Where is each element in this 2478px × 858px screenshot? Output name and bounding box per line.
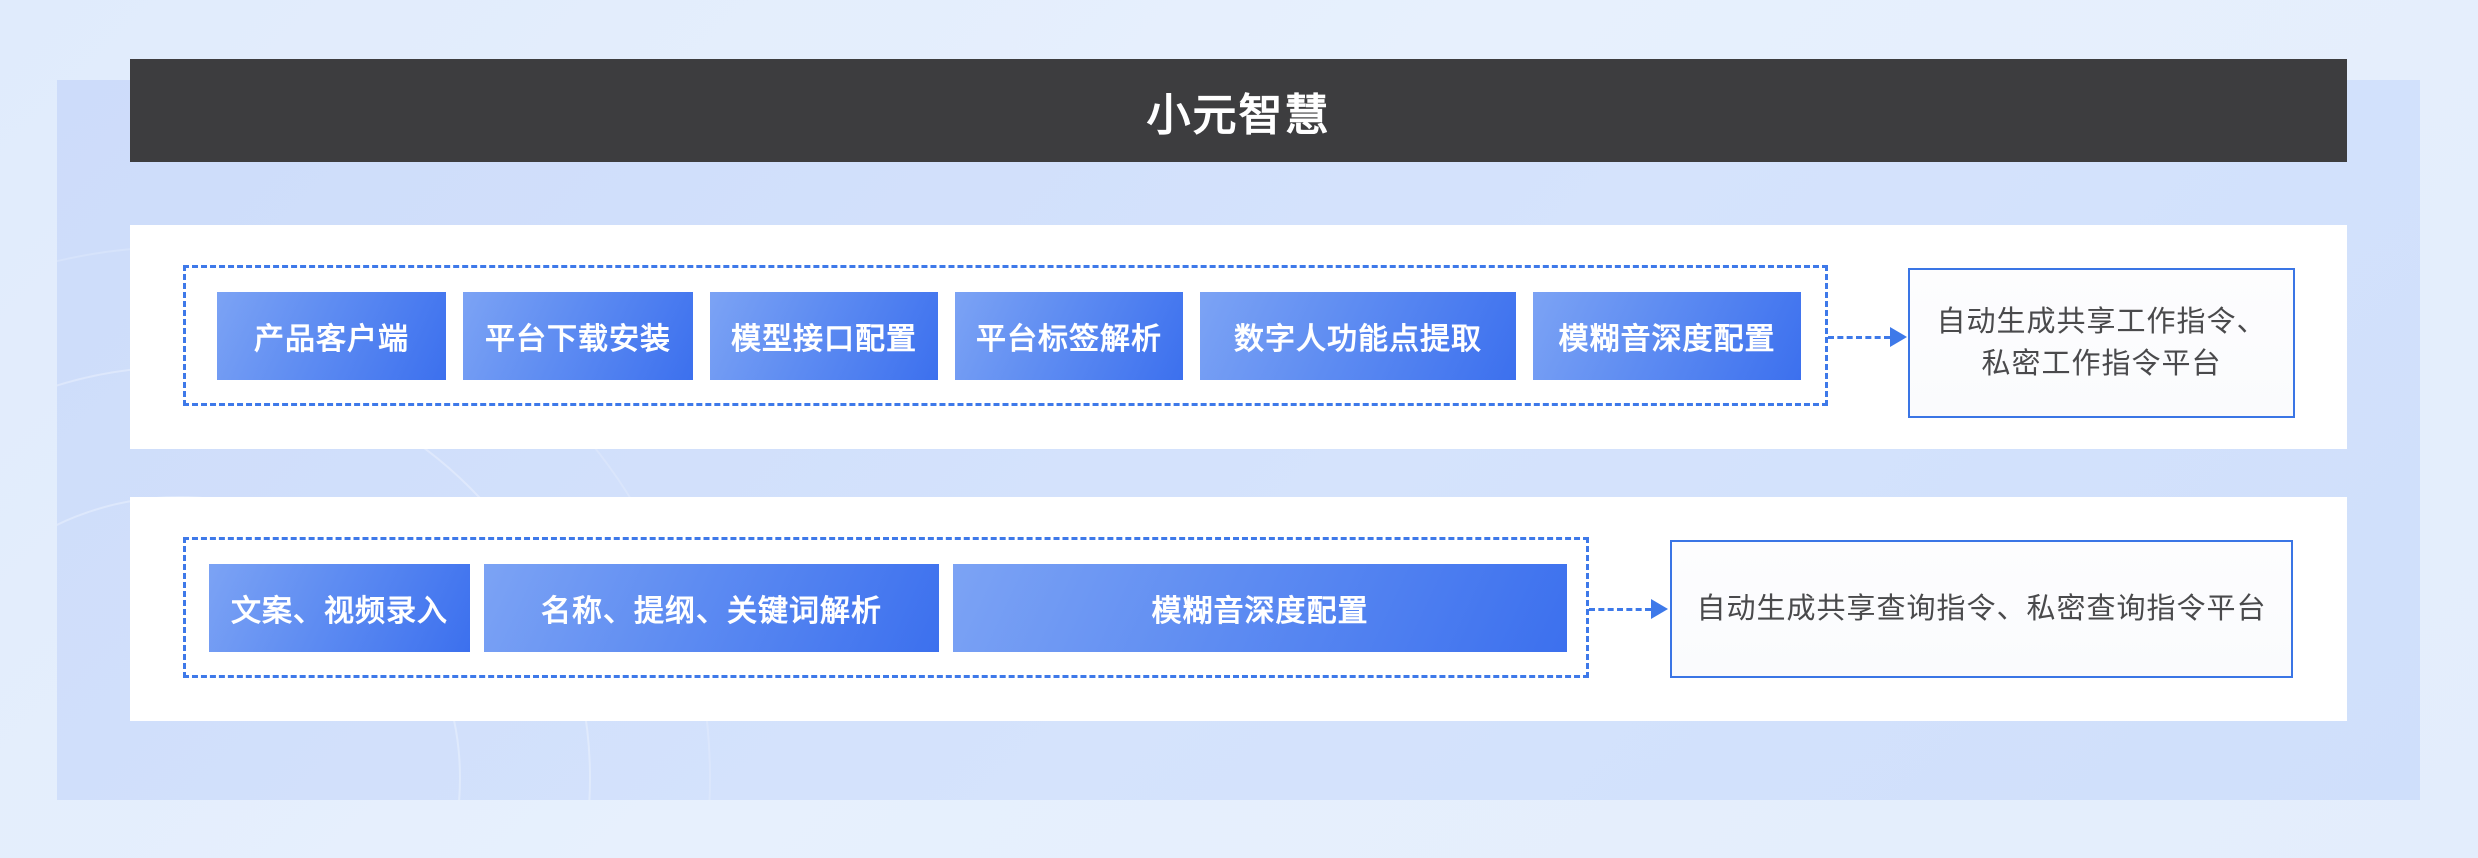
- flow-step-label: 模糊音深度配置: [1558, 322, 1776, 356]
- arrow-dash-line: [1589, 607, 1651, 611]
- flow-step-label: 文案、视频录入: [231, 594, 448, 628]
- flow-step-label: 名称、提纲、关键词解析: [541, 594, 882, 628]
- flow-step-copy-video-input: 文案、视频录入: [209, 563, 470, 652]
- flow-step-fuzzy-config: 模糊音深度配置: [953, 563, 1567, 652]
- flow-step-label: 产品客户端: [254, 322, 409, 356]
- steps-group-work: 产品客户端 平台下载安装 模型接口配置 平台标签解析 数字人功能点提取 模糊音深…: [183, 265, 1828, 406]
- flow-row-query-instructions: 文案、视频录入 名称、提纲、关键词解析 模糊音深度配置 自动生成共享查询指令、私…: [130, 497, 2347, 721]
- flow-step-platform-install: 平台下载安装: [463, 291, 693, 380]
- flow-step-tag-parsing: 平台标签解析: [955, 291, 1183, 380]
- result-box-query-instructions: 自动生成共享查询指令、私密查询指令平台: [1670, 540, 2293, 678]
- result-text-line: 自动生成共享工作指令、: [1936, 306, 2267, 338]
- flow-arrow: [1589, 597, 1668, 621]
- flow-step-label: 模糊音深度配置: [1151, 594, 1369, 628]
- flow-step-label: 平台下载安装: [485, 322, 671, 356]
- arrow-right-icon: [1651, 599, 1668, 619]
- steps-group-query: 文案、视频录入 名称、提纲、关键词解析 模糊音深度配置: [183, 537, 1589, 678]
- title-bar: 小元智慧: [130, 59, 2347, 162]
- flow-step-label: 模型接口配置: [731, 322, 917, 356]
- arrow-dash-line: [1828, 335, 1890, 339]
- arrow-right-icon: [1890, 327, 1907, 347]
- flow-arrow: [1828, 325, 1907, 349]
- flow-step-label: 数字人功能点提取: [1234, 322, 1482, 356]
- page-title: 小元智慧: [1146, 90, 1331, 140]
- flow-step-feature-extraction: 数字人功能点提取: [1200, 291, 1516, 380]
- flow-step-model-api-config: 模型接口配置: [710, 291, 938, 380]
- flow-row-work-instructions: 产品客户端 平台下载安装 模型接口配置 平台标签解析 数字人功能点提取 模糊音深…: [130, 225, 2347, 449]
- flow-step-client: 产品客户端: [217, 291, 446, 380]
- flow-step-label: 平台标签解析: [976, 322, 1162, 356]
- result-text-line: 自动生成共享查询指令、私密查询指令平台: [1696, 593, 2267, 625]
- flow-step-keyword-parsing: 名称、提纲、关键词解析: [484, 563, 939, 652]
- result-box-work-instructions: 自动生成共享工作指令、 私密工作指令平台: [1908, 268, 2295, 418]
- flow-step-fuzzy-config: 模糊音深度配置: [1533, 291, 1801, 380]
- result-text-line: 私密工作指令平台: [1981, 348, 2222, 380]
